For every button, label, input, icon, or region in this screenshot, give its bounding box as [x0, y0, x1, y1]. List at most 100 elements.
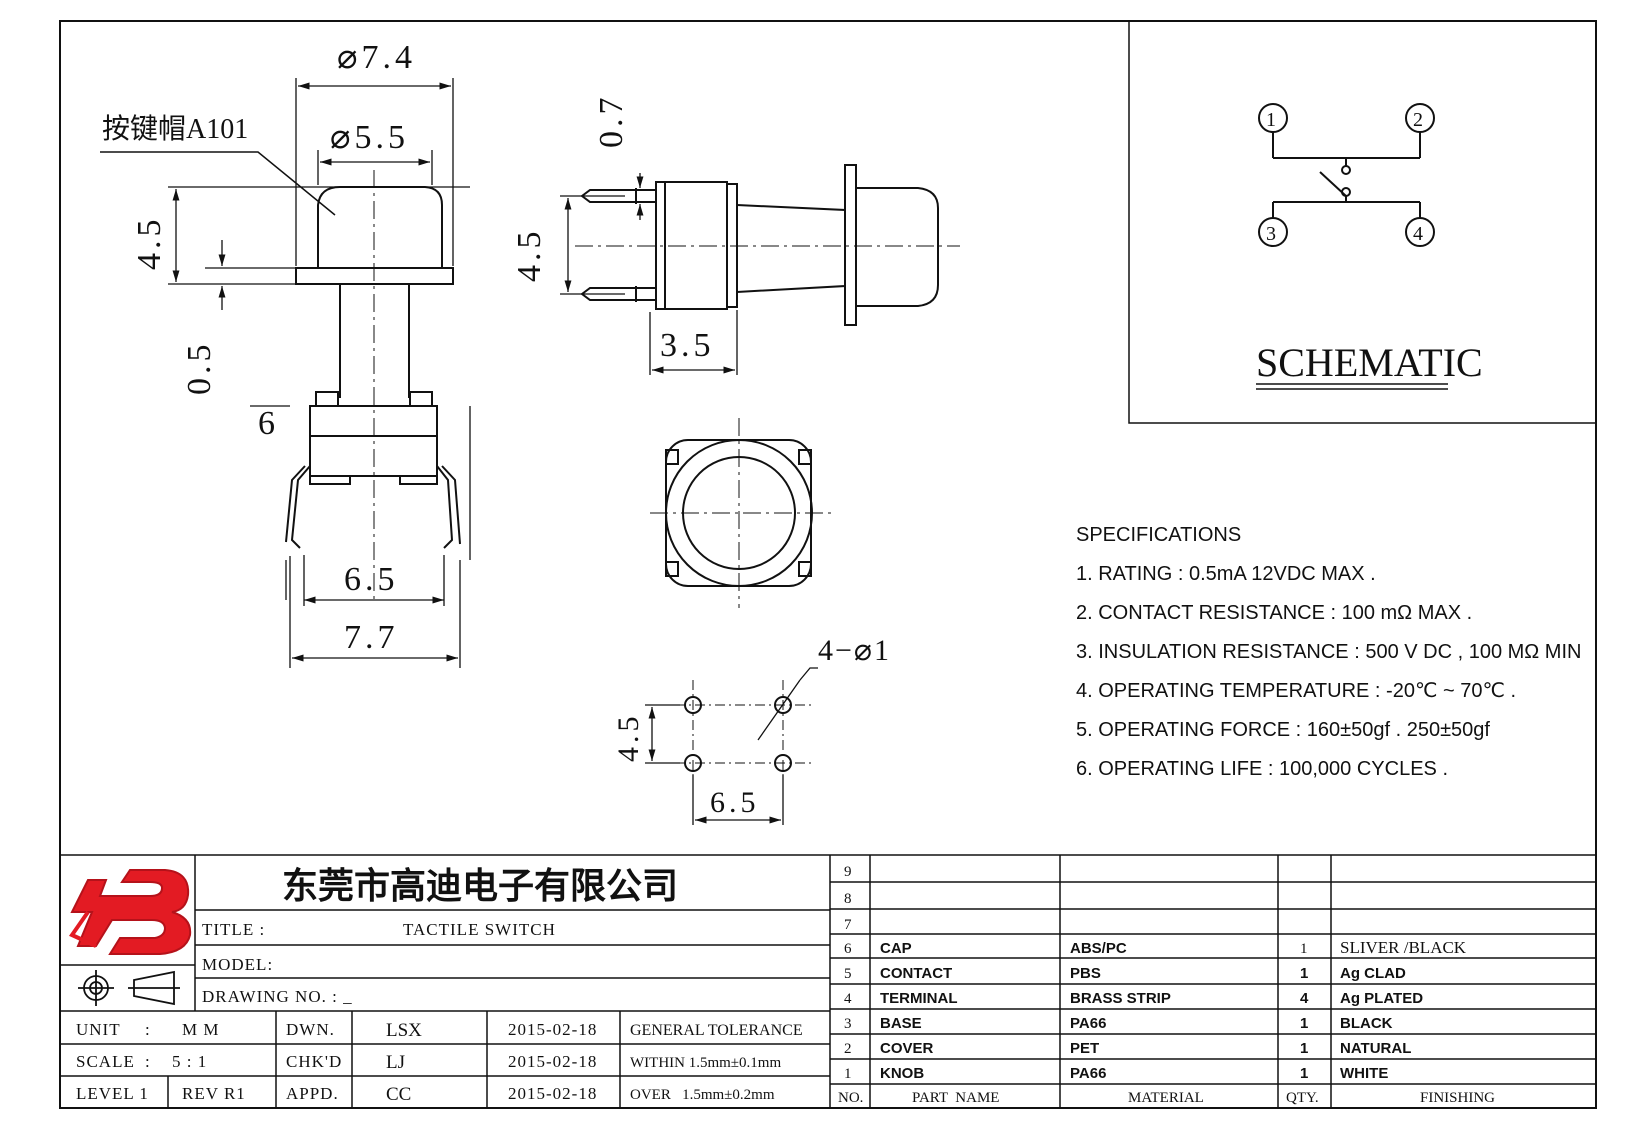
tolerance-over: OVER 1.5mm±0.2mm [630, 1087, 775, 1103]
company-name: 东莞市高迪电子有限公司 [282, 866, 678, 907]
unit-colon: : [145, 1020, 151, 1039]
bom-row-6-no: 6 [844, 941, 852, 957]
schematic-pin-3: 3 [1266, 223, 1276, 245]
bom-row-1-part: KNOB [880, 1065, 924, 1082]
bom-row-7-no: 7 [844, 917, 852, 933]
bom-row-3-material: PA66 [1070, 1015, 1106, 1032]
bom-row-6-part: CAP [880, 940, 912, 957]
dim-body-inner: 6.5 [344, 561, 399, 598]
bom-header-material: MATERIAL [1128, 1090, 1204, 1106]
scale-value: 5 : 1 [172, 1052, 207, 1071]
bom-table: 9 8 7 6 CAP ABS/PC 1 SLIVER /BLACK 5 CON… [838, 864, 1495, 1106]
schematic-title: SCHEMATIC [1256, 340, 1483, 385]
bom-row-5-part: CONTACT [880, 965, 952, 982]
unit-label: UNIT [76, 1020, 121, 1039]
title-label: TITLE : [202, 920, 265, 939]
bom-row-3-part: BASE [880, 1015, 922, 1032]
bom-row-1-finishing: WHITE [1340, 1065, 1388, 1082]
spec-item-6: 6. OPERATING LIFE : 100,000 CYCLES . [1076, 758, 1448, 780]
schematic-box [1128, 20, 1597, 424]
schematic-pin-2: 2 [1413, 109, 1423, 131]
bom-row-4-qty: 4 [1300, 990, 1309, 1007]
title-value: TACTILE SWITCH [403, 920, 556, 939]
bom-row-3-qty: 1 [1300, 1015, 1308, 1032]
dim-flange-thk: 0.5 [181, 341, 218, 396]
bom-row-4-finishing: Ag PLATED [1340, 990, 1423, 1007]
chk-date: 2015-02-18 [508, 1052, 597, 1071]
dim-body-outer: 7.7 [344, 619, 399, 656]
side-view [575, 164, 960, 326]
bom-row-6-finishing: SLIVER /BLACK [1340, 938, 1467, 957]
bom-row-4-material: BRASS STRIP [1070, 990, 1171, 1007]
dim-cap-outer: ⌀7.4 [337, 39, 416, 76]
cap-label: 按键帽A101 [102, 113, 248, 145]
title-block-grid [60, 854, 1596, 1108]
projection-symbol-icon [78, 970, 180, 1006]
dwn-name: LSX [386, 1020, 422, 1041]
appd-name: CC [386, 1084, 411, 1105]
dim-body-height: 6 [258, 405, 279, 442]
spec-item-3: 3. INSULATION RESISTANCE : 500 V DC , 10… [1076, 641, 1581, 663]
schematic-symbol [1258, 103, 1435, 247]
front-view [100, 151, 461, 600]
spec-item-2: 2. CONTACT RESISTANCE : 100 mΩ MAX . [1076, 602, 1472, 624]
spec-item-5: 5. OPERATING FORCE : 160±50gf . 250±50gf [1076, 719, 1490, 741]
sheet-border [59, 20, 1597, 1109]
bom-row-2-finishing: NATURAL [1340, 1040, 1411, 1057]
bom-row-5-qty: 1 [1300, 965, 1308, 982]
rev-label: REV R1 [182, 1084, 246, 1103]
bom-row-5-material: PBS [1070, 965, 1101, 982]
bom-header-finishing: FINISHING [1420, 1090, 1495, 1106]
bom-row-4-part: TERMINAL [880, 990, 958, 1007]
bom-row-8-no: 8 [844, 891, 852, 907]
bom-row-5-no: 5 [844, 966, 852, 982]
bom-row-3-no: 3 [844, 1016, 852, 1032]
bom-row-9-no: 9 [844, 864, 852, 880]
front-dim-lines [168, 78, 471, 668]
bom-row-6-material: ABS/PC [1070, 940, 1127, 957]
tolerance-within: WITHIN 1.5mm±0.1mm [630, 1055, 781, 1071]
bom-header-qty: QTY. [1286, 1090, 1319, 1106]
chk-label: CHK'D [286, 1052, 342, 1071]
top-view [650, 418, 835, 608]
dim-hole-pitch-v: 4.5 [612, 713, 645, 763]
appd-label: APPD. [286, 1084, 339, 1103]
company-logo [68, 869, 192, 955]
bom-row-2-part: COVER [880, 1040, 934, 1057]
hole-layout [655, 680, 812, 790]
dim-side-top: 0.7 [593, 94, 630, 149]
bom-row-1-material: PA66 [1070, 1065, 1106, 1082]
schematic-pin-1: 1 [1266, 109, 1276, 131]
bom-row-2-material: PET [1070, 1040, 1099, 1057]
chk-name: LJ [386, 1052, 405, 1073]
spec-item-4: 4. OPERATING TEMPERATURE : -20℃ ~ 70℃ . [1076, 680, 1516, 702]
spec-heading: SPECIFICATIONS [1076, 524, 1241, 546]
model-label: MODEL: [202, 955, 273, 974]
dwn-label: DWN. [286, 1020, 335, 1039]
bom-row-2-qty: 1 [1300, 1040, 1308, 1057]
side-dim-lines [560, 173, 738, 375]
dim-hole-pitch-h: 6.5 [710, 786, 760, 819]
dim-side-body: 3.5 [660, 327, 715, 364]
hole-dim-lines [645, 667, 818, 825]
scale-label: SCALE [76, 1052, 135, 1071]
schematic-pin-4: 4 [1413, 223, 1423, 245]
tolerance-title: GENERAL TOLERANCE [630, 1022, 803, 1039]
bom-row-3-finishing: BLACK [1340, 1015, 1393, 1032]
bom-row-2-no: 2 [844, 1041, 852, 1057]
bom-row-6-qty: 1 [1300, 941, 1308, 957]
bom-row-5-finishing: Ag CLAD [1340, 965, 1406, 982]
dwn-date: 2015-02-18 [508, 1020, 597, 1039]
scale-colon: : [145, 1052, 151, 1071]
bom-row-1-no: 1 [844, 1066, 852, 1082]
dim-side-pitch: 4.5 [511, 228, 548, 283]
spec-item-1: 1. RATING : 0.5mA 12VDC MAX . [1076, 563, 1376, 585]
dim-cap-height: 4.5 [131, 216, 168, 271]
dim-cap-inner: ⌀5.5 [330, 119, 409, 156]
bom-row-4-no: 4 [844, 991, 852, 1007]
bom-header-part: PART NAME [912, 1090, 999, 1106]
unit-value: M M [182, 1020, 219, 1039]
bom-header-no: NO. [838, 1090, 863, 1106]
